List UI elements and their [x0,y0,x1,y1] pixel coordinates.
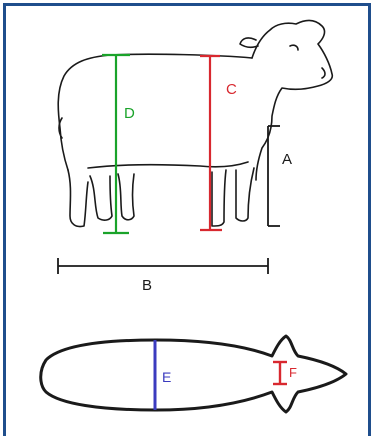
diagram-frame [3,3,371,436]
measure-b-line [57,258,269,274]
label-e: E [162,369,171,385]
sheep-side-view [57,19,334,228]
measure-c-line [200,54,222,232]
measure-d-line [102,53,130,235]
label-a: A [282,151,292,168]
label-f: F [289,365,297,380]
sheep-top-view [39,334,348,414]
label-b: B [142,277,152,294]
measure-a-line [267,125,280,227]
measure-f-line [273,360,287,386]
label-c: C [226,81,237,98]
label-d: D [124,105,135,122]
